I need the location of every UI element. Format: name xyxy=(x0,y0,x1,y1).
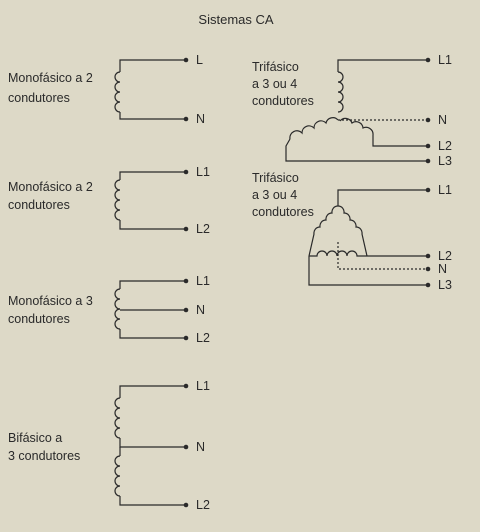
wire-neutral-dashed xyxy=(337,242,428,270)
circuit-label-line2: 3 condutores xyxy=(8,449,80,463)
terminal-label-n: N xyxy=(196,303,205,317)
wire-top xyxy=(119,280,186,289)
circuit-three-phase-delta: Trifásico a 3 ou 4 condutores L1 L2 N L3 xyxy=(252,171,452,292)
terminal-label-l3: L3 xyxy=(438,278,452,292)
wire-l1 xyxy=(337,189,428,206)
circuit-label-line2: a 3 ou 4 xyxy=(252,188,297,202)
terminal-dot xyxy=(183,57,189,63)
coil xyxy=(114,179,121,221)
coil-lower xyxy=(114,308,121,330)
terminal-dot xyxy=(425,187,431,193)
terminal-dot xyxy=(183,116,189,122)
circuit-label-line1: Trifásico xyxy=(252,60,299,74)
terminal-label-l: L xyxy=(196,53,203,67)
terminal-label-n: N xyxy=(196,112,205,126)
terminal-label-n: N xyxy=(196,440,205,454)
circuit-label-line2: condutores xyxy=(8,91,70,105)
wire-top xyxy=(119,171,186,180)
terminal-label-l2: L2 xyxy=(438,139,452,153)
circuit-single-phase-2-wire-b: Monofásico a 2 condutores L1 L2 xyxy=(8,165,210,236)
circuit-label-line1: Bifásico a xyxy=(8,431,62,445)
terminal-dot xyxy=(183,278,189,284)
terminal-label-l1: L1 xyxy=(196,274,210,288)
circuit-label-line1: Monofásico a 3 xyxy=(8,294,93,308)
coil-left xyxy=(289,117,339,140)
terminal-dot xyxy=(183,502,189,508)
circuit-single-phase-3-wire: Monofásico a 3 condutores L1 N L2 xyxy=(8,274,210,345)
wire-l3 xyxy=(308,256,428,286)
terminal-dot xyxy=(183,444,189,450)
wire-bottom xyxy=(119,220,186,230)
coil-lower xyxy=(114,455,121,497)
coil-vertical xyxy=(337,71,344,113)
diagram-title: Sistemas CA xyxy=(198,12,273,27)
coil-right-side xyxy=(337,205,368,257)
terminal-dot xyxy=(425,117,431,123)
terminal-label-l3: L3 xyxy=(438,154,452,168)
terminal-label-l2: L2 xyxy=(438,249,452,263)
circuit-label-line2: condutores xyxy=(8,198,70,212)
circuit-label-line1: Trifásico xyxy=(252,171,299,185)
terminal-dot xyxy=(183,169,189,175)
circuit-label-line2: a 3 ou 4 xyxy=(252,77,297,91)
terminal-label-l2: L2 xyxy=(196,222,210,236)
circuit-label-line2: condutores xyxy=(8,312,70,326)
coil-bottom xyxy=(309,250,367,257)
wire-bottom xyxy=(119,112,186,120)
terminal-dot xyxy=(183,307,189,313)
terminal-dot xyxy=(425,253,431,259)
wire-bottom xyxy=(119,496,186,506)
wire-top xyxy=(119,59,186,72)
circuit-three-phase-star: Trifásico a 3 ou 4 condutores L1 N L2 L3 xyxy=(252,53,452,168)
terminal-label-n: N xyxy=(438,262,447,276)
coil-left-side xyxy=(308,205,339,257)
wire-l2 xyxy=(372,135,428,147)
circuit-label-line3: condutores xyxy=(252,205,314,219)
wire-l3 xyxy=(285,138,428,162)
terminal-dot xyxy=(183,383,189,389)
terminal-dot xyxy=(425,158,431,164)
coil-upper xyxy=(114,288,121,310)
circuit-single-phase-2-wire-a: Monofásico a 2 condutores L N xyxy=(8,53,205,126)
coil-upper xyxy=(114,397,121,439)
terminal-dot xyxy=(425,282,431,288)
terminal-label-l1: L1 xyxy=(196,165,210,179)
wire-l1 xyxy=(337,59,428,72)
terminal-label-n: N xyxy=(438,113,447,127)
coil xyxy=(114,71,121,113)
terminal-dot xyxy=(425,57,431,63)
terminal-label-l2: L2 xyxy=(196,498,210,512)
terminal-label-l2: L2 xyxy=(196,331,210,345)
terminal-dot xyxy=(183,335,189,341)
circuit-label-line1: Monofásico a 2 xyxy=(8,180,93,194)
circuit-label-line1: Monofásico a 2 xyxy=(8,71,93,85)
terminal-dot xyxy=(425,266,431,272)
terminal-dot xyxy=(183,226,189,232)
terminal-label-l1: L1 xyxy=(438,53,452,67)
wire-top xyxy=(119,385,186,398)
wire-bottom xyxy=(119,329,186,339)
terminal-dot xyxy=(425,143,431,149)
circuit-two-phase-3-wire: Bifásico a 3 condutores L1 N L2 xyxy=(8,379,210,512)
circuit-label-line3: condutores xyxy=(252,94,314,108)
terminal-label-l1: L1 xyxy=(438,183,452,197)
terminal-label-l1: L1 xyxy=(196,379,210,393)
coil-right xyxy=(339,117,374,136)
